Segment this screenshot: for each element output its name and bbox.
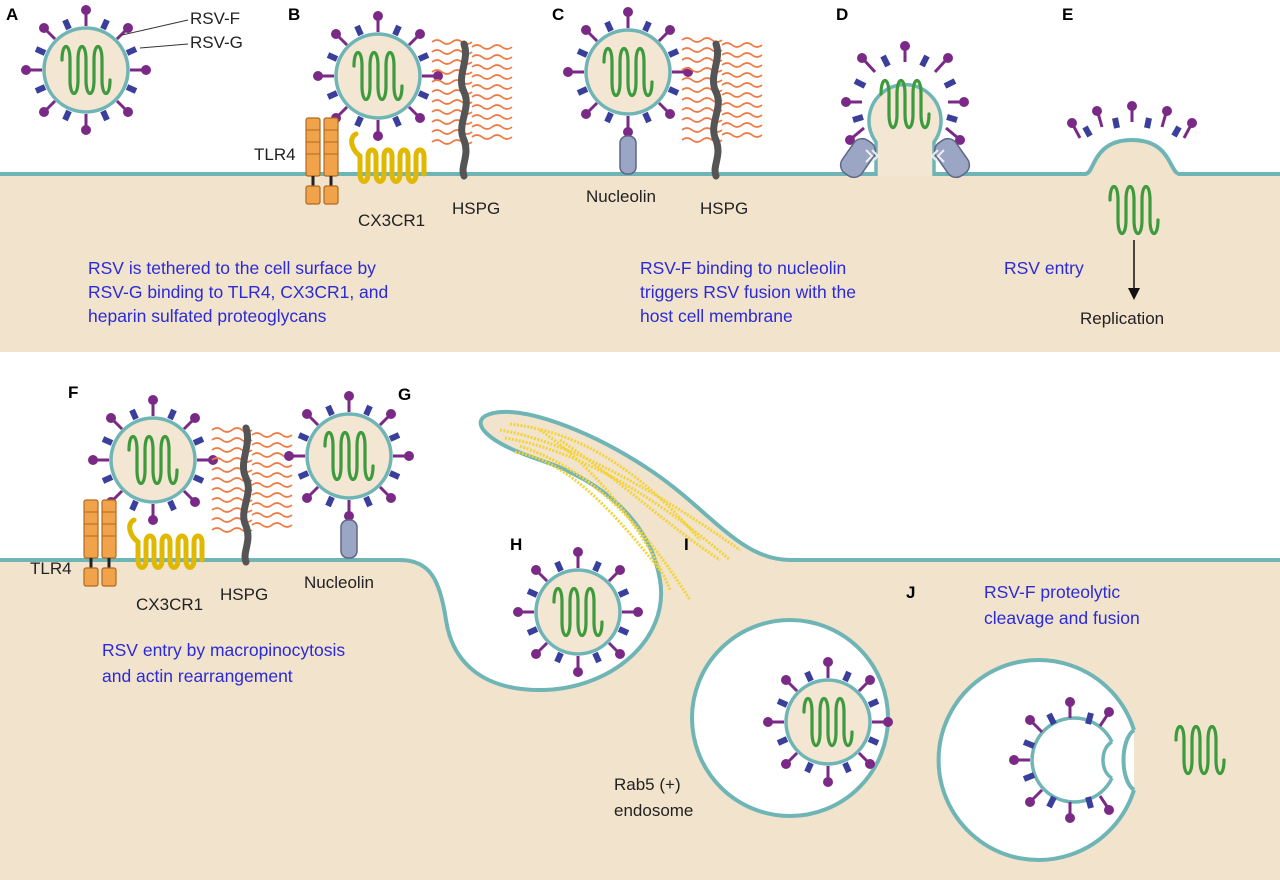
label-hspg-b: HSPG xyxy=(452,199,500,218)
legend-rsv-g: RSV-G xyxy=(190,33,243,52)
leader-rsv-g xyxy=(139,43,189,49)
panel-letters: A B C D E F G H I J xyxy=(6,5,1073,602)
caption-macro-line-2: and actin rearrangement xyxy=(102,666,293,686)
rna-released-e xyxy=(1108,184,1160,236)
panel-letter-g: G xyxy=(398,385,411,404)
label-rab5-line-1: Rab5 (+) xyxy=(614,775,681,794)
hspg-chains-b xyxy=(431,39,513,145)
panel-letter-e: E xyxy=(1062,5,1073,24)
label-nucleolin-c: Nucleolin xyxy=(586,187,656,206)
hspg-core-f xyxy=(239,424,252,566)
virion-endosome xyxy=(763,657,893,787)
panel-letter-f: F xyxy=(68,383,78,402)
caption-fusion-line-3: host cell membrane xyxy=(640,306,793,326)
fusing-endosome-j xyxy=(936,658,1136,862)
caption-tether-line-3: heparin sulfated proteoglycans xyxy=(88,306,327,326)
actin-filaments xyxy=(499,422,741,601)
virion-g xyxy=(284,391,414,521)
caption-fusion-line-1: RSV-F binding to nucleolin xyxy=(640,258,846,278)
label-tlr4-bottom: TLR4 xyxy=(30,559,72,578)
panel-letter-a: A xyxy=(6,5,18,24)
hspg-core-c xyxy=(709,40,722,180)
panel-letter-c: C xyxy=(552,5,564,24)
caption-fusion-line-2: triggers RSV fusion with the xyxy=(640,282,856,302)
legend-rsv-f: RSV-F xyxy=(190,9,240,28)
label-hspg-bottom: HSPG xyxy=(220,585,268,604)
hspg-core-b xyxy=(457,40,470,180)
panel-letter-j: J xyxy=(906,583,915,602)
virion-c xyxy=(563,7,693,137)
panel-letter-b: B xyxy=(288,5,300,24)
caption-cleavage-line-2: cleavage and fusion xyxy=(984,608,1140,628)
nucleolin-g xyxy=(340,519,358,559)
membrane-patch-e xyxy=(1067,101,1197,139)
label-replication: Replication xyxy=(1080,309,1164,328)
fusing-virion-d xyxy=(839,41,971,179)
virion-h xyxy=(513,547,643,677)
panel-letter-i: I xyxy=(684,535,689,554)
leader-rsv-f xyxy=(121,19,189,36)
caption-tether-line-2: RSV-G binding to TLR4, CX3CR1, and xyxy=(88,282,388,302)
label-cx3cr1-top: CX3CR1 xyxy=(358,211,425,230)
caption-entry: RSV entry xyxy=(1004,258,1084,278)
label-hspg-c: HSPG xyxy=(700,199,748,218)
virion-a xyxy=(21,5,151,135)
label-tlr4-top: TLR4 xyxy=(254,145,296,164)
caption-macro-line-1: RSV entry by macropinocytosis xyxy=(102,640,345,660)
label-nucleolin-bottom: Nucleolin xyxy=(304,573,374,592)
caption-tether-line-1: RSV is tethered to the cell surface by xyxy=(88,258,376,278)
hspg-chains-c xyxy=(681,37,763,143)
panel-letter-h: H xyxy=(510,535,522,554)
label-rab5-line-2: endosome xyxy=(614,801,693,820)
rna-released-j xyxy=(1174,724,1226,776)
nucleolin-c xyxy=(619,135,637,175)
replication-arrowhead xyxy=(1128,288,1140,300)
hspg-chains-f xyxy=(211,427,293,533)
caption-cleavage-line-1: RSV-F proteolytic xyxy=(984,582,1120,602)
panel-letter-d: D xyxy=(836,5,848,24)
label-cx3cr1-bottom: CX3CR1 xyxy=(136,595,203,614)
